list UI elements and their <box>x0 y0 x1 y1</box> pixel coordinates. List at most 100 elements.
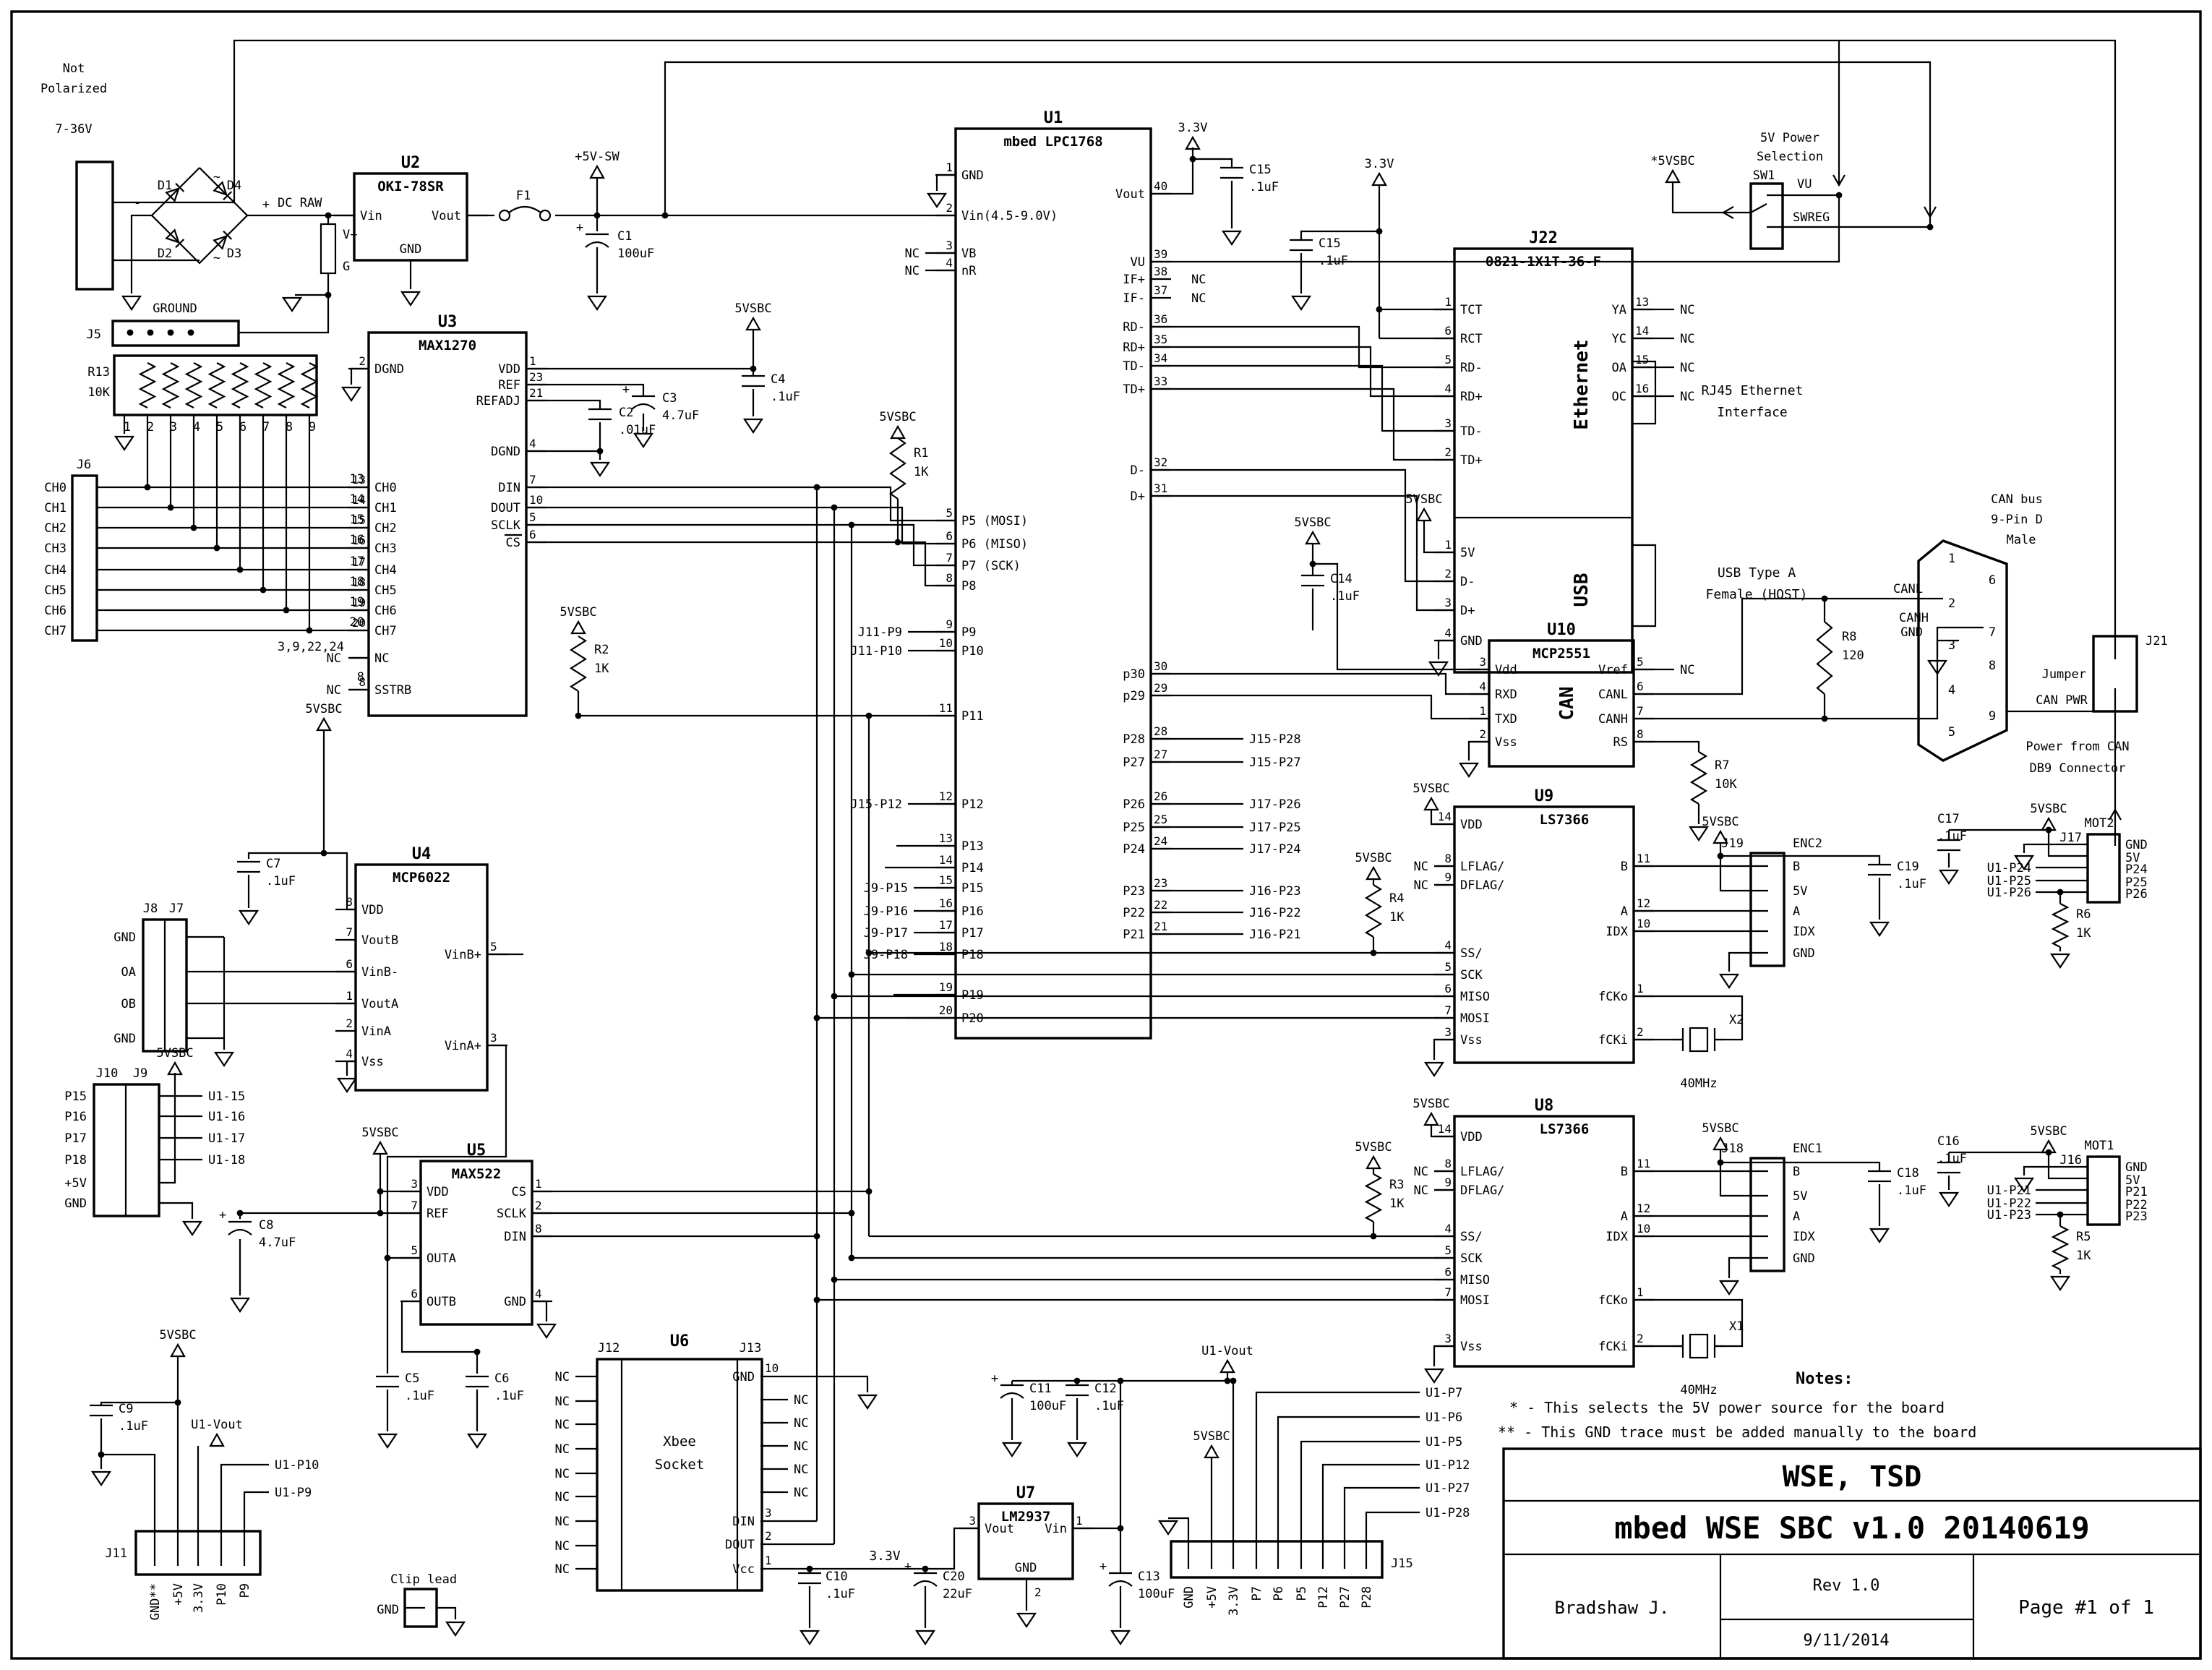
svg-text:P21: P21 <box>2125 1185 2148 1199</box>
svg-text:C9: C9 <box>119 1402 133 1416</box>
svg-text:C16: C16 <box>1937 1134 1960 1149</box>
svg-text:8: 8 <box>359 675 366 689</box>
svg-text:GND: GND <box>400 242 422 257</box>
svg-text:U1-P6: U1-P6 <box>1426 1410 1462 1425</box>
svg-text:P18: P18 <box>64 1153 87 1168</box>
svg-text:15: 15 <box>350 513 364 527</box>
svg-text:7: 7 <box>1989 625 1996 640</box>
svg-text:VB: VB <box>961 247 976 261</box>
svg-text:GND: GND <box>113 930 136 945</box>
svg-text:+: + <box>576 220 583 235</box>
svg-text:C6: C6 <box>494 1371 509 1386</box>
capacitor-C17: C17.1uF <box>1937 812 1967 852</box>
svg-text:U1-15: U1-15 <box>208 1089 245 1104</box>
svg-text:A: A <box>1621 904 1628 919</box>
svg-text:OKI-78SR: OKI-78SR <box>377 179 444 194</box>
svg-text:SSTRB: SSTRB <box>374 683 411 698</box>
svg-text:NC: NC <box>555 1562 570 1577</box>
svg-text:fCKo: fCKo <box>1598 990 1628 1004</box>
svg-text:7-36V: 7-36V <box>55 122 92 137</box>
svg-text:C11: C11 <box>1029 1382 1052 1396</box>
svg-text:U1-P7: U1-P7 <box>1426 1386 1462 1400</box>
svg-text:21: 21 <box>1154 920 1167 933</box>
svg-text:P22: P22 <box>1123 906 1145 920</box>
capacitor-C5: C5.1uF <box>376 1371 434 1403</box>
svg-text:C14: C14 <box>1330 572 1353 586</box>
svg-text:10: 10 <box>529 493 543 507</box>
svg-text:120: 120 <box>1842 648 1864 663</box>
svg-text:X2: X2 <box>1729 1013 1744 1027</box>
svg-text:P26: P26 <box>1123 797 1145 812</box>
svg-text:23: 23 <box>1154 876 1167 890</box>
svg-text:3.3V: 3.3V <box>1178 121 1208 135</box>
svg-text:D+: D+ <box>1460 604 1475 618</box>
svg-text:11: 11 <box>1637 1157 1650 1170</box>
svg-text:+5V: +5V <box>1205 1586 1219 1609</box>
svg-text:7: 7 <box>1444 1003 1452 1017</box>
svg-text:P27: P27 <box>1338 1586 1353 1609</box>
svg-text:J9-P17: J9-P17 <box>864 926 908 941</box>
svg-text:5VSBC: 5VSBC <box>560 605 596 620</box>
svg-text:NC: NC <box>1680 390 1694 404</box>
svg-text:3: 3 <box>1444 1025 1452 1039</box>
svg-text:5VSBC: 5VSBC <box>2030 1124 2067 1139</box>
svg-text:8: 8 <box>946 571 953 585</box>
svg-text:P12: P12 <box>1316 1586 1331 1609</box>
svg-text:2: 2 <box>147 420 154 434</box>
svg-text:DIN: DIN <box>498 481 520 495</box>
svg-text:U10: U10 <box>1547 621 1576 639</box>
svg-text:3: 3 <box>946 239 953 252</box>
svg-text:21: 21 <box>529 386 543 400</box>
svg-text:C12: C12 <box>1094 1382 1117 1396</box>
svg-text:MOT1: MOT1 <box>2085 1139 2114 1153</box>
svg-text:OC: OC <box>1612 390 1626 404</box>
svg-text:R4: R4 <box>1389 891 1404 906</box>
svg-text:C15: C15 <box>1319 236 1341 251</box>
svg-text:R13: R13 <box>87 365 110 380</box>
svg-text:C17: C17 <box>1937 812 1960 826</box>
svg-text:.1uF: .1uF <box>1897 877 1926 891</box>
svg-text:5VSBC: 5VSBC <box>879 410 916 424</box>
svg-text:Female (HOST): Female (HOST) <box>1706 587 1808 602</box>
svg-text:DIN: DIN <box>732 1515 755 1529</box>
svg-text:4: 4 <box>535 1287 542 1301</box>
capacitor-C15: C15.1uF <box>1220 163 1279 194</box>
svg-text:5VSBC: 5VSBC <box>1702 815 1739 829</box>
svg-text:6: 6 <box>1444 982 1452 995</box>
svg-text:4: 4 <box>1444 382 1452 395</box>
svg-text:1: 1 <box>1444 295 1452 309</box>
svg-text:J21: J21 <box>2145 634 2168 648</box>
svg-text:10K: 10K <box>87 385 110 400</box>
svg-text:REFADJ: REFADJ <box>476 394 520 408</box>
ic-U4: U4MCP60228VDD7VoutB6VinB-1VoutA2VinA4Vss… <box>335 845 507 1092</box>
svg-text:RD-: RD- <box>1123 320 1145 335</box>
svg-text:8: 8 <box>1444 852 1452 865</box>
svg-text:.1uF: .1uF <box>119 1419 148 1434</box>
svg-text:P10: P10 <box>961 644 984 659</box>
svg-text:Vss: Vss <box>1460 1340 1483 1354</box>
svg-text:X1: X1 <box>1729 1319 1744 1334</box>
svg-text:R2: R2 <box>594 643 609 657</box>
power-pad <box>320 223 337 275</box>
svg-text:6: 6 <box>946 529 953 543</box>
svg-text:U1-P24: U1-P24 <box>1987 861 2031 875</box>
svg-text:1: 1 <box>529 354 536 368</box>
svg-text:D2: D2 <box>158 247 172 261</box>
svg-text:5V: 5V <box>2125 1173 2140 1188</box>
svg-text:5VSBC: 5VSBC <box>1412 782 1449 796</box>
svg-text:.1uF: .1uF <box>771 390 800 404</box>
svg-text:mbed LPC1768: mbed LPC1768 <box>1003 134 1102 150</box>
svg-text:U1-P23: U1-P23 <box>1987 1208 2031 1222</box>
svg-text:5V Power: 5V Power <box>1760 131 1819 145</box>
svg-text:Vdd: Vdd <box>1495 663 1517 677</box>
svg-text:C3: C3 <box>662 391 677 406</box>
svg-text:TD+: TD+ <box>1123 382 1145 397</box>
svg-text:ENC1: ENC1 <box>1793 1142 1822 1156</box>
svg-text:U1-P26: U1-P26 <box>1987 886 2031 900</box>
